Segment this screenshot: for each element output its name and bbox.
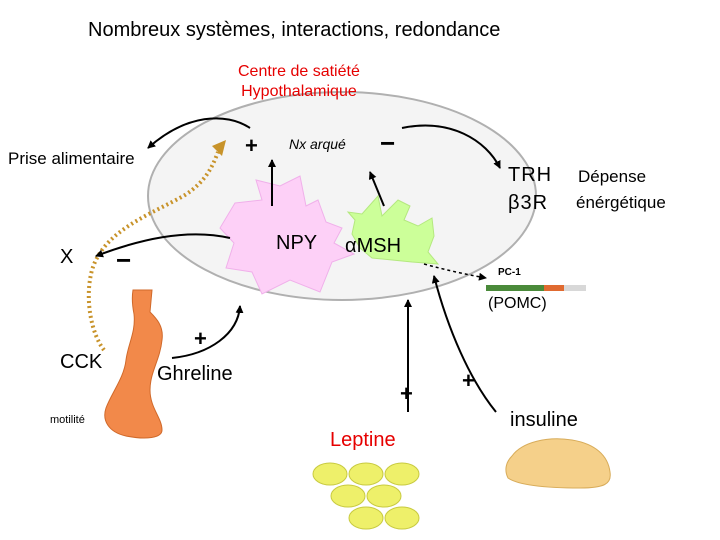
leptin-cells [312,462,420,530]
satiety-line2: Hypothalamique [241,83,357,100]
insulin-shape [505,438,611,489]
amsh-label: αMSH [345,235,402,257]
cck-label: CCK [60,351,103,373]
page-title: Nombreux systèmes, interactions, redonda… [88,19,501,41]
plus-ghreline-sign: + [194,326,207,351]
hypothalamus-outline [147,91,537,301]
ghreline-label: Ghreline [157,363,233,385]
minus-x-sign: − [116,245,132,275]
amsh-cell [346,194,440,265]
npy-cell [219,175,356,295]
arrow-npy-to-x [95,233,231,258]
food-intake-label: Prise alimentaire [8,149,135,168]
arrow-to-trh [401,124,501,169]
pc1-bar-grey [564,285,586,291]
plus-leptine-sign: + [400,381,413,406]
energy-expense-line1: Dépense [578,167,647,186]
arrow-to-prise [147,117,251,149]
pomc-label: (POMC) [488,295,547,312]
leptine-label: Leptine [330,429,396,451]
b3r-label: β3R [508,192,549,214]
satiety-center-label: Centre de satiété Hypothalamique [238,62,360,102]
arrow-ghreline-to-npy [171,305,244,359]
motilite-label: motilité [50,414,85,426]
stomach-shape [104,289,163,439]
arrow-insuline-up [431,275,497,413]
dotted-arrowhead [212,140,226,156]
nucleus-label: Nx arqué [289,136,346,152]
npy-label: NPY [276,232,318,254]
plus-insuline-sign: + [462,368,475,393]
arrow-amsh-to-nx [368,171,385,207]
arrow-amsh-to-pc1 [423,263,487,281]
trh-label: TRH [508,164,553,186]
pc1-bar-green [486,285,544,291]
satiety-line1: Centre de satiété [238,63,360,80]
x-label: X [60,246,74,268]
pc1-label: PC-1 [498,267,521,278]
insuline-label: insuline [510,409,578,431]
minus-top-sign: − [380,128,396,158]
pc1-bar-orange [544,285,564,291]
plus-top-sign: + [245,133,258,158]
energy-expense-line2: énérgétique [576,193,666,212]
